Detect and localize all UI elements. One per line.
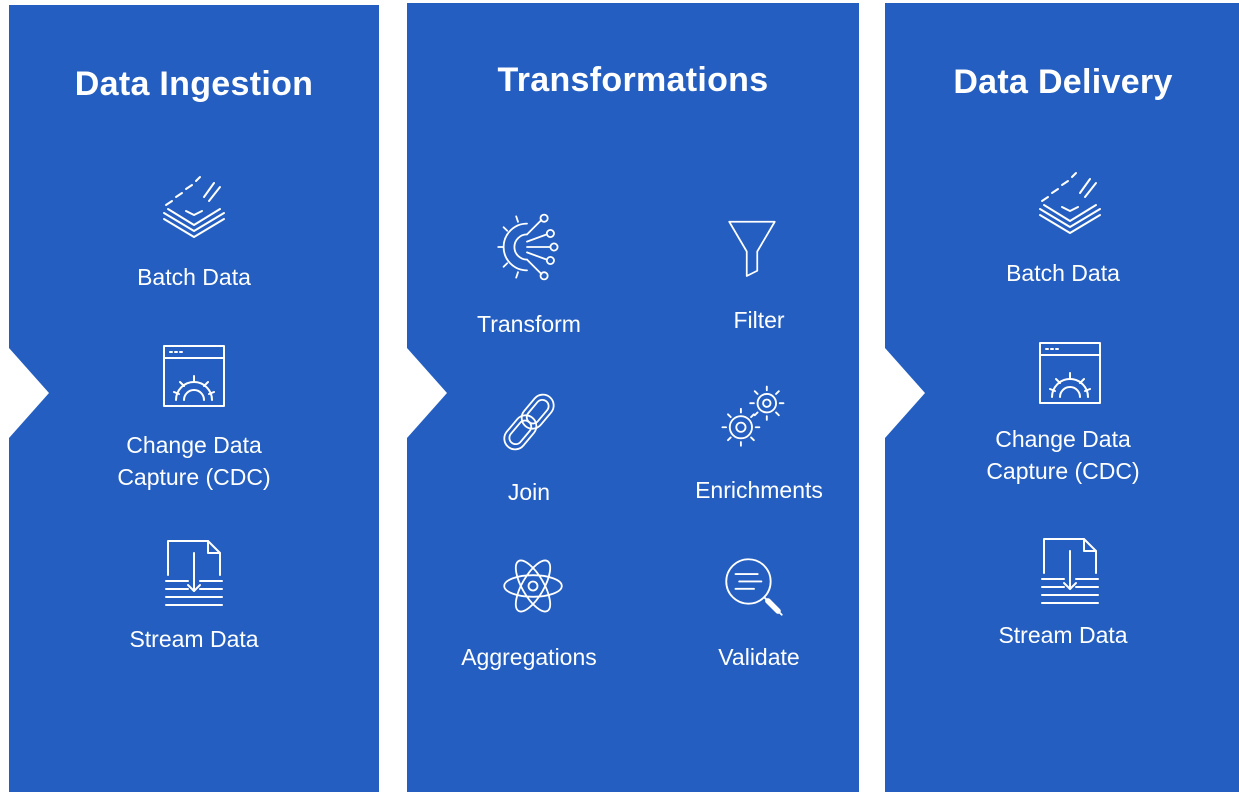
stream-document-icon bbox=[165, 540, 223, 606]
item-stream-data bbox=[1030, 533, 1110, 613]
item-label-line2: Capture (CDC) bbox=[986, 458, 1140, 484]
item-label-line1: Change Data bbox=[126, 432, 262, 458]
stacked-layers-icon bbox=[1039, 172, 1101, 234]
item-filter bbox=[717, 213, 787, 283]
gear-network-icon bbox=[497, 213, 559, 281]
chain-link-icon bbox=[503, 393, 555, 451]
item-enrichments bbox=[715, 381, 789, 455]
panel-title: Transformations bbox=[497, 61, 769, 99]
item-label: Join bbox=[507, 479, 551, 505]
gears-icon bbox=[721, 385, 785, 447]
stacked-layers-icon bbox=[163, 176, 225, 238]
item-label: Validate bbox=[718, 644, 800, 670]
item-validate bbox=[717, 550, 791, 624]
item-aggregations bbox=[497, 550, 569, 622]
panel-data-delivery: Data Delivery Batch Data Change Data Cap… bbox=[885, 3, 1239, 792]
panel-title: Data Ingestion bbox=[74, 65, 314, 103]
item-batch-data bbox=[1030, 163, 1110, 243]
arrow-notch bbox=[885, 348, 925, 438]
funnel-icon bbox=[728, 220, 776, 277]
item-join bbox=[493, 386, 565, 458]
panel-transformations: Transformations Transform Filter Join bbox=[407, 3, 859, 792]
atom-icon bbox=[503, 559, 563, 613]
window-gear-icon bbox=[163, 345, 225, 407]
magnifier-icon bbox=[725, 558, 783, 616]
item-label: Batch Data bbox=[1006, 260, 1120, 286]
item-label: Filter bbox=[733, 307, 785, 333]
item-label: Stream Data bbox=[129, 626, 259, 652]
item-batch-data bbox=[154, 167, 234, 247]
item-label: Batch Data bbox=[137, 264, 251, 290]
window-gear-icon bbox=[1039, 342, 1101, 404]
item-label: Transform bbox=[477, 311, 581, 337]
item-label-line2: Capture (CDC) bbox=[117, 464, 271, 490]
item-label: Stream Data bbox=[998, 622, 1128, 648]
item-cdc bbox=[1030, 337, 1110, 417]
item-stream-data bbox=[154, 535, 234, 615]
item-transform bbox=[491, 211, 563, 283]
panel-data-ingestion: Data Ingestion Batch Data Change Data Ca… bbox=[9, 5, 379, 792]
item-label-line1: Change Data bbox=[995, 426, 1131, 452]
item-label: Aggregations bbox=[461, 644, 597, 670]
stream-document-icon bbox=[1041, 538, 1099, 604]
arrow-notch bbox=[407, 348, 447, 438]
item-cdc bbox=[154, 340, 234, 420]
item-label: Enrichments bbox=[695, 477, 823, 503]
arrow-notch bbox=[9, 348, 49, 438]
panel-title: Data Delivery bbox=[953, 63, 1173, 101]
